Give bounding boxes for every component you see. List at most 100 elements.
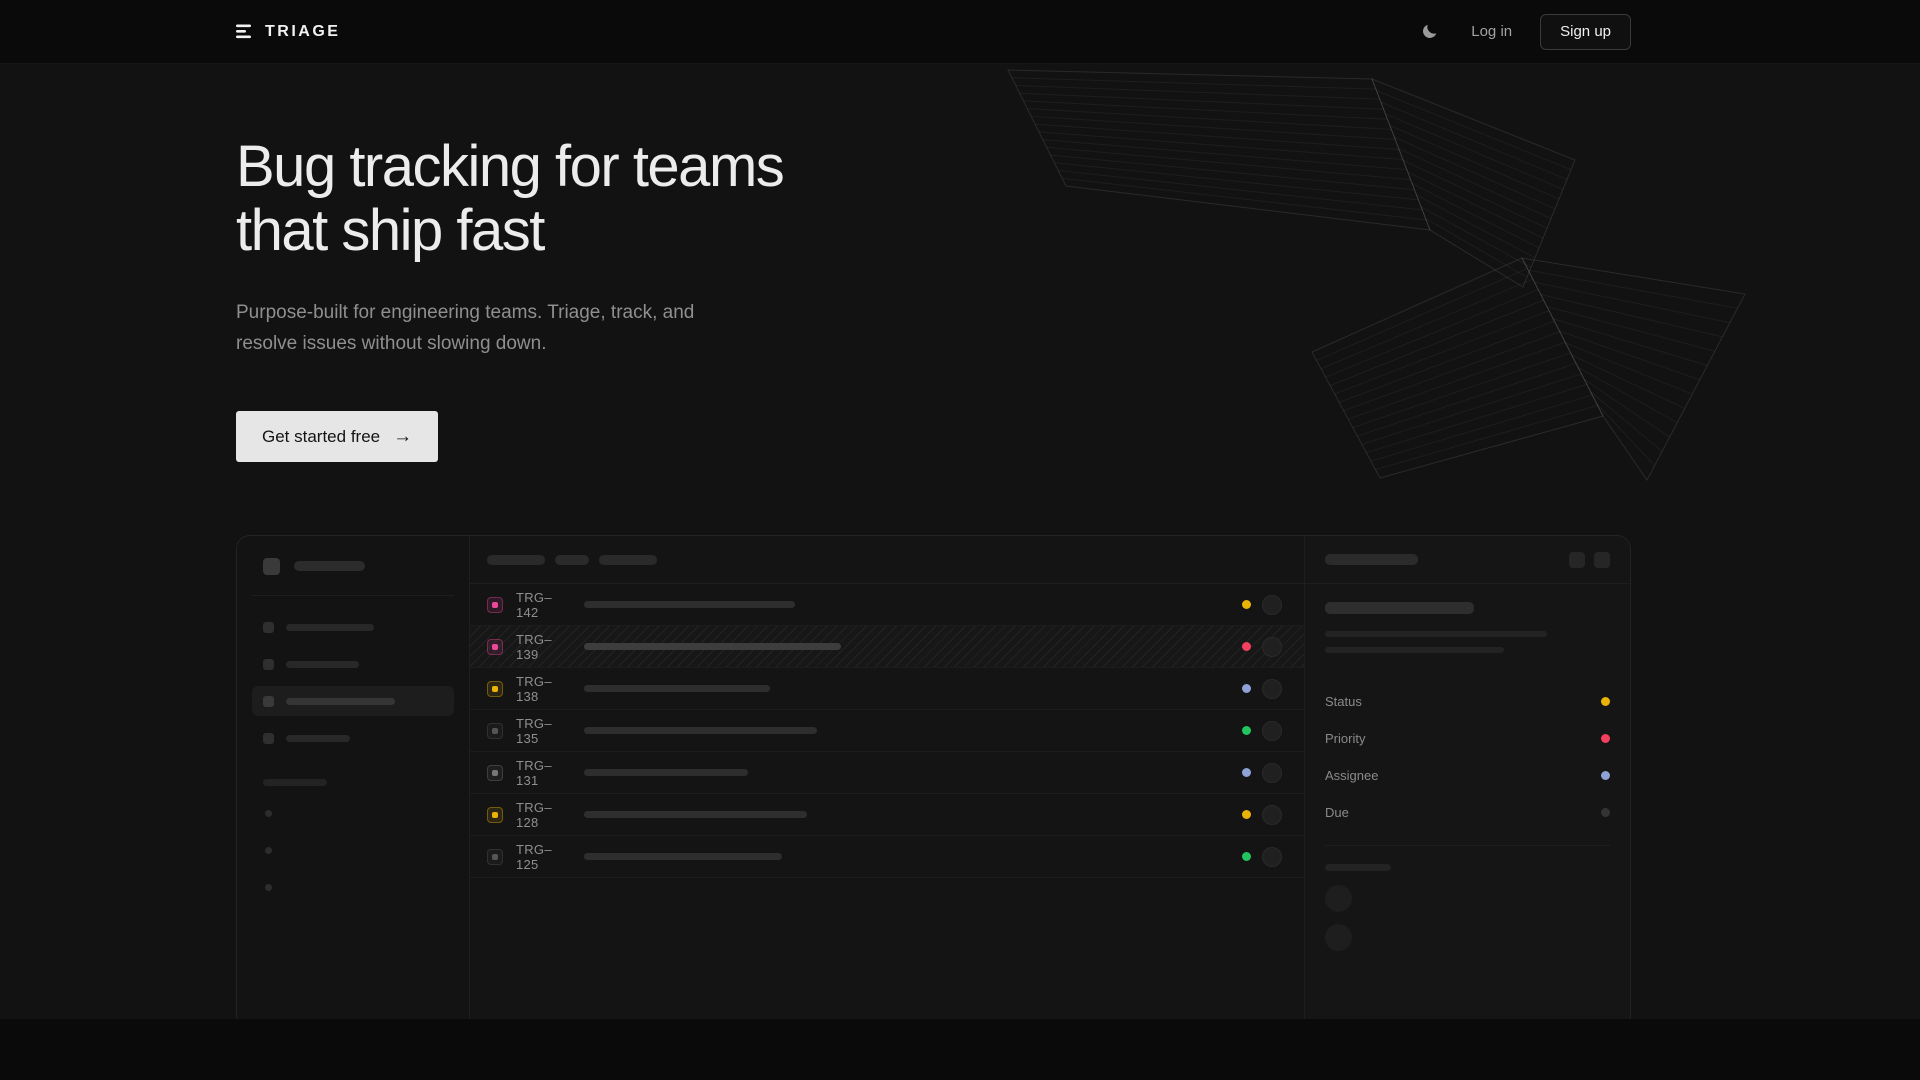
assignee-avatar-skeleton bbox=[1262, 846, 1282, 867]
issue-id: TRG–125 bbox=[516, 841, 552, 872]
field-row: Status bbox=[1325, 683, 1610, 720]
hero-subtitle: Purpose-built for engineering teams. Tri… bbox=[236, 297, 1631, 359]
field-label: Assignee bbox=[1325, 768, 1379, 783]
assignee-avatar-skeleton bbox=[1262, 678, 1282, 699]
issue-type-icon bbox=[487, 638, 503, 655]
issue-title-bar-skeleton bbox=[584, 601, 795, 608]
issue-title-bar-skeleton bbox=[584, 769, 748, 776]
field-label: Status bbox=[1325, 694, 1362, 709]
issue-row: TRG–138 bbox=[470, 668, 1304, 710]
workspace-avatar-skeleton bbox=[263, 557, 280, 575]
signup-button[interactable]: Sign up bbox=[1540, 13, 1631, 50]
hero-section: Bug tracking for teams that ship fast Pu… bbox=[236, 135, 1631, 1029]
issue-id: TRG–138 bbox=[516, 673, 552, 704]
sidebar-item-skeleton bbox=[252, 649, 454, 679]
field-label: Due bbox=[1325, 805, 1349, 820]
get-started-button[interactable]: Get started free → bbox=[236, 411, 439, 462]
field-label: Priority bbox=[1325, 731, 1366, 746]
sidebar-item-skeleton bbox=[252, 612, 454, 642]
mockup-sidebar bbox=[237, 536, 470, 1028]
workspace-name-skeleton bbox=[294, 561, 365, 571]
sidebar-item-icon-skeleton bbox=[263, 621, 274, 633]
issue-title-bar-skeleton bbox=[584, 727, 817, 734]
issue-type-icon bbox=[487, 680, 503, 697]
issue-type-icon bbox=[487, 806, 503, 823]
issue-row: TRG–125 bbox=[470, 836, 1304, 878]
panel-action-icon-skeleton bbox=[1594, 551, 1610, 568]
status-dot bbox=[1242, 726, 1251, 735]
cta-label: Get started free bbox=[262, 426, 381, 446]
moon-icon bbox=[1420, 22, 1439, 41]
sidebar-item-skeleton-active bbox=[252, 686, 454, 716]
status-dot bbox=[1242, 810, 1251, 819]
field-value-dot bbox=[1601, 771, 1610, 780]
activity-avatar-skeleton bbox=[1325, 924, 1352, 951]
issue-title-skeleton bbox=[1325, 602, 1474, 614]
issue-row: TRG–139 bbox=[470, 626, 1304, 668]
issue-row: TRG–142 bbox=[470, 584, 1304, 626]
panel-action-icon-skeleton bbox=[1569, 551, 1585, 568]
assignee-avatar-skeleton bbox=[1262, 720, 1282, 741]
issue-row: TRG–135 bbox=[470, 710, 1304, 752]
sidebar-section-label-skeleton bbox=[263, 779, 327, 786]
activity-avatar-skeleton bbox=[1325, 885, 1352, 912]
issue-id: TRG–128 bbox=[516, 799, 552, 830]
issue-id: TRG–131 bbox=[516, 757, 552, 788]
brand-name: TRIAGE bbox=[265, 22, 341, 40]
status-dot bbox=[1242, 852, 1251, 861]
issue-id: TRG–135 bbox=[516, 715, 552, 746]
status-dot bbox=[1242, 642, 1251, 651]
sidebar-item-icon-skeleton bbox=[263, 658, 274, 670]
panel-title-skeleton bbox=[1325, 554, 1418, 565]
issue-type-icon bbox=[487, 848, 503, 865]
issue-title-bar-skeleton bbox=[584, 853, 782, 860]
issue-type-icon bbox=[487, 764, 503, 781]
workspace-switcher-skeleton bbox=[252, 552, 454, 580]
field-value-dot bbox=[1601, 808, 1610, 817]
field-row: Due bbox=[1325, 794, 1610, 831]
sidebar-item-label-skeleton bbox=[286, 734, 350, 742]
sidebar-dot-skeleton bbox=[265, 810, 272, 817]
issue-id: TRG–142 bbox=[516, 589, 552, 620]
sidebar-item-label-skeleton bbox=[286, 697, 395, 705]
brand-logo: TRIAGE bbox=[236, 23, 340, 41]
issue-type-icon bbox=[487, 596, 503, 613]
title-line-1: Bug tracking for teams bbox=[236, 134, 785, 199]
field-row: Priority bbox=[1325, 720, 1610, 757]
theme-toggle-button[interactable] bbox=[1416, 18, 1443, 45]
page-title: Bug tracking for teams that ship fast bbox=[236, 135, 1631, 263]
issue-row: TRG–128 bbox=[470, 794, 1304, 836]
assignee-avatar-skeleton bbox=[1262, 594, 1282, 615]
description-line-skeleton bbox=[1325, 631, 1547, 637]
tab-skeleton bbox=[599, 554, 657, 565]
tab-skeleton bbox=[555, 554, 589, 565]
sidebar-item-icon-skeleton bbox=[263, 732, 274, 744]
issue-row: TRG–131 bbox=[470, 752, 1304, 794]
subtitle-line-2: resolve issues without slowing down. bbox=[236, 333, 547, 354]
sidebar-dot-skeleton bbox=[265, 847, 272, 854]
assignee-avatar-skeleton bbox=[1262, 762, 1282, 783]
list-header-skeleton bbox=[470, 536, 1304, 584]
description-line-skeleton bbox=[1325, 647, 1504, 653]
issue-title-bar-skeleton bbox=[584, 685, 770, 692]
subtitle-line-1: Purpose-built for engineering teams. Tri… bbox=[236, 302, 695, 323]
login-link[interactable]: Log in bbox=[1471, 23, 1513, 40]
tab-skeleton bbox=[487, 554, 545, 565]
status-dot bbox=[1242, 600, 1251, 609]
sidebar-item-label-skeleton bbox=[286, 660, 359, 668]
issue-title-bar-skeleton bbox=[584, 643, 841, 650]
issue-type-icon bbox=[487, 722, 503, 739]
activity-label-skeleton bbox=[1325, 864, 1391, 871]
sidebar-item-skeleton bbox=[252, 723, 454, 753]
logo-icon bbox=[236, 24, 254, 39]
status-dot bbox=[1242, 684, 1251, 693]
page-footer bbox=[0, 1019, 1920, 1080]
field-value-dot bbox=[1601, 734, 1610, 743]
sidebar-item-icon-skeleton bbox=[263, 695, 274, 707]
sidebar-dot-skeleton bbox=[265, 884, 272, 891]
panel-header-skeleton bbox=[1305, 536, 1630, 584]
